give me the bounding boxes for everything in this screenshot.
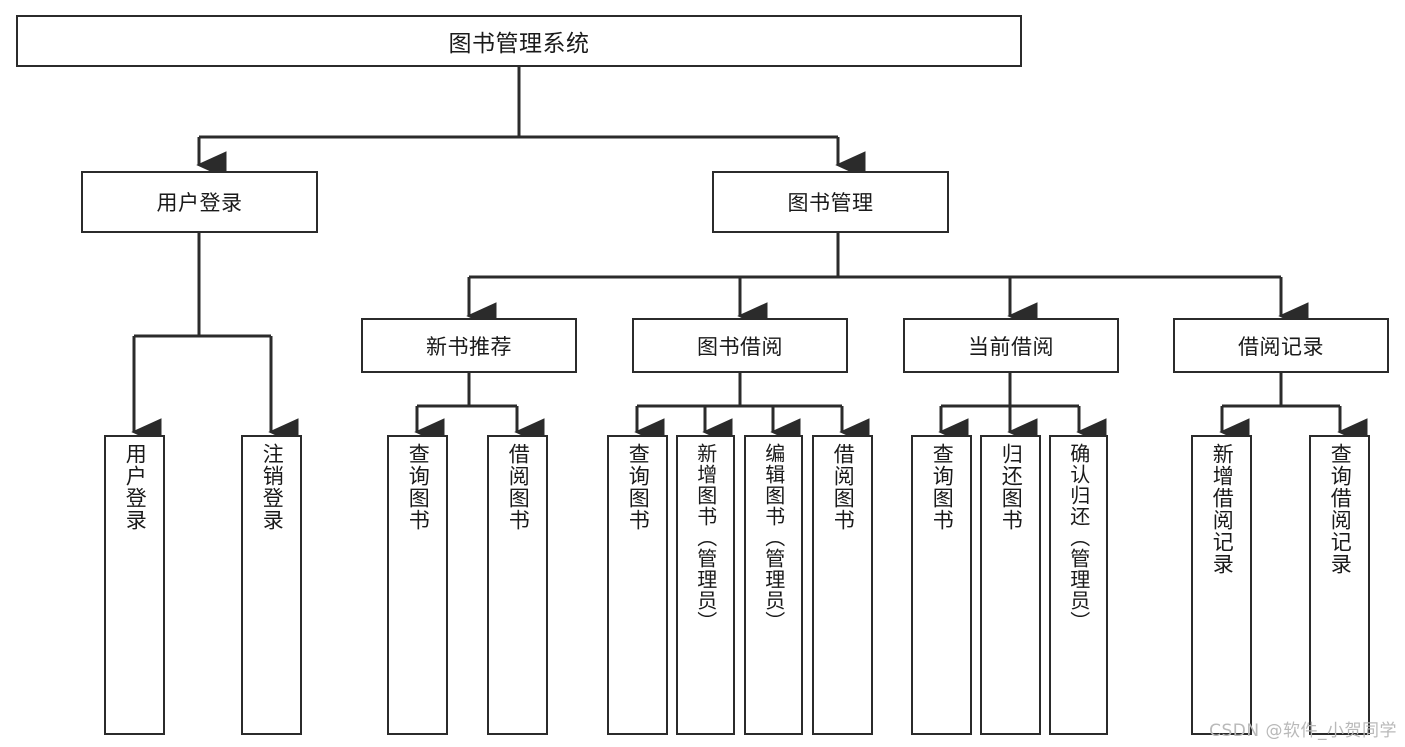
leaf-new-book-borrow-book[interactable]: 借阅图书	[487, 435, 548, 735]
node-label: 新书推荐	[426, 334, 512, 359]
node-label: 图书管理系统	[448, 31, 590, 57]
node-label: 归还图书	[999, 443, 1024, 531]
node-label: 注销登录	[260, 443, 285, 531]
node-label: 借阅图书	[506, 443, 531, 531]
node-label: 查询图书	[406, 443, 431, 531]
node-label: 查询借阅记录	[1328, 443, 1353, 575]
leaf-book-borrow-edit-book-admin[interactable]: 编辑图书（管理员）	[744, 435, 803, 735]
node-label: 新增借阅记录	[1210, 443, 1235, 575]
node-label: 图书借阅	[697, 334, 783, 359]
leaf-user-login-sign-in[interactable]: 用户登录	[104, 435, 165, 735]
node-label: 用户登录	[123, 443, 148, 531]
node-label: 图书管理	[787, 191, 874, 215]
leaf-book-borrow-add-book-admin[interactable]: 新增图书（管理员）	[676, 435, 735, 735]
node-label: 借阅图书	[831, 443, 856, 531]
node-label: 当前借阅	[968, 334, 1054, 359]
node-book-borrowing[interactable]: 图书借阅	[632, 318, 848, 373]
node-new-book-recommendation[interactable]: 新书推荐	[361, 318, 577, 373]
leaf-current-borrow-query-book[interactable]: 查询图书	[911, 435, 972, 735]
leaf-current-borrow-confirm-return-admin[interactable]: 确认归还（管理员）	[1049, 435, 1108, 735]
leaf-borrow-record-query-record[interactable]: 查询借阅记录	[1309, 435, 1370, 735]
leaf-current-borrow-return-book[interactable]: 归还图书	[980, 435, 1041, 735]
leaf-new-book-query-book[interactable]: 查询图书	[387, 435, 448, 735]
node-book-management[interactable]: 图书管理	[712, 171, 949, 233]
leaf-user-login-sign-out[interactable]: 注销登录	[241, 435, 302, 735]
node-label: 确认归还（管理员）	[1066, 443, 1091, 632]
node-borrowing-records[interactable]: 借阅记录	[1173, 318, 1389, 373]
node-current-borrowing[interactable]: 当前借阅	[903, 318, 1119, 373]
node-label: 查询图书	[626, 443, 651, 531]
leaf-book-borrow-borrow-book[interactable]: 借阅图书	[812, 435, 873, 735]
node-label: 借阅记录	[1238, 334, 1324, 359]
node-user-login[interactable]: 用户登录	[81, 171, 318, 233]
node-label: 用户登录	[156, 191, 243, 215]
node-label: 编辑图书（管理员）	[761, 443, 786, 632]
leaf-book-borrow-query-book[interactable]: 查询图书	[607, 435, 668, 735]
node-root-library-management-system[interactable]: 图书管理系统	[16, 15, 1022, 67]
node-label: 新增图书（管理员）	[693, 443, 718, 632]
node-label: 查询图书	[930, 443, 955, 531]
leaf-borrow-record-add-record[interactable]: 新增借阅记录	[1191, 435, 1252, 735]
